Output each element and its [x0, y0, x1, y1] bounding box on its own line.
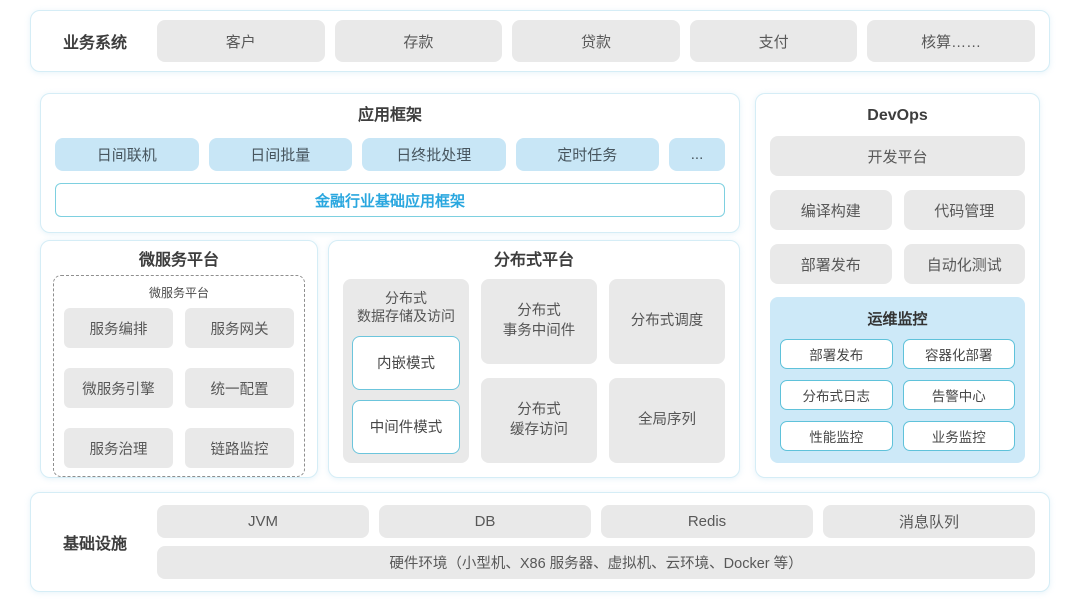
transaction-line1: 分布式	[517, 302, 561, 319]
micro-item-config: 统一配置	[185, 368, 294, 408]
storage-label-line1: 分布式	[385, 290, 427, 306]
infrastructure-label: 基础设施	[62, 536, 127, 553]
business-item-accounting: 核算……	[867, 20, 1035, 62]
microservice-grid: 服务编排 服务网关 微服务引擎 统一配置 服务治理 链路监控	[64, 308, 294, 468]
micro-item-governance: 服务治理	[64, 428, 173, 468]
infrastructure-content: JVM DB Redis 消息队列 硬件环境（小型机、X86 服务器、虚拟机、云…	[157, 505, 1035, 579]
app-framework-items: 日间联机 日间批量 日终批处理 定时任务 ...	[55, 138, 725, 171]
micro-item-gateway: 服务网关	[185, 308, 294, 348]
ops-monitoring-panel: 运维监控 部署发布 容器化部署 分布式日志 告警中心 性能监控 业务监控	[770, 297, 1025, 463]
ops-item-deploy-release: 部署发布	[780, 339, 893, 369]
distributed-platform-card: 分布式平台 分布式 数据存储及访问 内嵌模式 中间件模式 分布式 事务中间件 分…	[328, 240, 740, 478]
global-sequence-box: 全局序列	[609, 378, 725, 463]
business-systems-label: 业务系统	[62, 35, 127, 52]
ops-item-business-monitor: 业务监控	[902, 421, 1015, 451]
microservice-platform-title: 微服务平台	[138, 252, 219, 269]
infra-item-mq: 消息队列	[823, 505, 1035, 538]
ops-monitoring-title: 运维监控	[867, 311, 928, 328]
distributed-right-column: 分布式调度 全局序列	[609, 279, 725, 463]
business-item-customer: 客户	[157, 20, 325, 62]
cache-line1: 分布式	[517, 401, 561, 418]
microservice-inner-title: 微服务平台	[148, 286, 209, 300]
infra-item-db: DB	[379, 505, 591, 538]
distributed-transaction-box: 分布式 事务中间件	[481, 279, 597, 364]
devops-item-code-mgmt: 代码管理	[903, 190, 1025, 230]
distributed-middle-column: 分布式 事务中间件 分布式 缓存访问	[481, 279, 597, 463]
cache-line2: 缓存访问	[510, 421, 568, 438]
infra-item-redis: Redis	[601, 505, 813, 538]
ops-monitoring-grid: 部署发布 容器化部署 分布式日志 告警中心 性能监控 业务监控	[780, 339, 1015, 451]
distributed-cache-box: 分布式 缓存访问	[481, 378, 597, 463]
af-item-daytime-online: 日间联机	[55, 138, 199, 171]
devops-item-deploy: 部署发布	[770, 244, 892, 284]
transaction-line2: 事务中间件	[502, 322, 576, 339]
micro-item-engine: 微服务引擎	[64, 368, 173, 408]
infra-item-jvm: JVM	[157, 505, 369, 538]
storage-label-line2: 数据存储及访问	[357, 308, 455, 325]
devops-grid: 编译构建 代码管理 部署发布 自动化测试	[770, 190, 1025, 284]
dev-platform-box: 开发平台	[770, 136, 1025, 176]
distributed-platform-title: 分布式平台	[493, 252, 574, 269]
distributed-storage-label: 分布式 数据存储及访问	[352, 289, 460, 326]
distributed-platform-body: 分布式 数据存储及访问 内嵌模式 中间件模式 分布式 事务中间件 分布式 缓存访…	[343, 279, 725, 463]
distributed-scheduler-box: 分布式调度	[609, 279, 725, 364]
ops-item-containerized-deploy: 容器化部署	[902, 339, 1015, 369]
business-item-payment: 支付	[689, 20, 858, 62]
business-item-loan: 贷款	[512, 20, 680, 62]
micro-item-orchestration: 服务编排	[64, 308, 173, 348]
hardware-environment-box: 硬件环境（小型机、X86 服务器、虚拟机、云环境、Docker 等）	[157, 546, 1035, 579]
af-item-more: ...	[669, 138, 725, 171]
devops-title: DevOps	[867, 107, 928, 124]
ops-item-alert-center: 告警中心	[902, 380, 1015, 410]
microservice-inner-box: 微服务平台 服务编排 服务网关 微服务引擎 统一配置 服务治理 链路监控	[53, 275, 305, 477]
micro-item-tracing: 链路监控	[185, 428, 294, 468]
app-framework-title: 应用框架	[357, 107, 422, 124]
app-framework-card: 应用框架 日间联机 日间批量 日终批处理 定时任务 ... 金融行业基础应用框架	[40, 93, 740, 233]
storage-mode-middleware: 中间件模式	[352, 399, 460, 454]
microservice-platform-card: 微服务平台 微服务平台 服务编排 服务网关 微服务引擎 统一配置 服务治理 链路…	[40, 240, 318, 478]
devops-item-build: 编译构建	[770, 190, 892, 230]
ops-item-distributed-log: 分布式日志	[780, 380, 893, 410]
infrastructure-bar: 基础设施 JVM DB Redis 消息队列 硬件环境（小型机、X86 服务器、…	[30, 492, 1050, 592]
af-item-daytime-batch: 日间批量	[208, 138, 352, 171]
business-item-deposit: 存款	[334, 20, 503, 62]
business-systems-bar: 业务系统 客户 存款 贷款 支付 核算……	[30, 10, 1050, 72]
business-systems-items: 客户 存款 贷款 支付 核算……	[157, 20, 1035, 62]
devops-card: DevOps 开发平台 编译构建 代码管理 部署发布 自动化测试 运维监控 部署…	[755, 93, 1040, 478]
af-item-eod-batch: 日终批处理	[362, 138, 506, 171]
devops-item-auto-test: 自动化测试	[903, 244, 1025, 284]
ops-item-performance-monitor: 性能监控	[780, 421, 893, 451]
af-item-scheduled-task: 定时任务	[515, 138, 659, 171]
distributed-storage-box: 分布式 数据存储及访问 内嵌模式 中间件模式	[343, 279, 469, 463]
infrastructure-items: JVM DB Redis 消息队列	[157, 505, 1035, 538]
financial-base-framework-box: 金融行业基础应用框架	[55, 183, 725, 217]
storage-mode-embedded: 内嵌模式	[352, 335, 460, 390]
